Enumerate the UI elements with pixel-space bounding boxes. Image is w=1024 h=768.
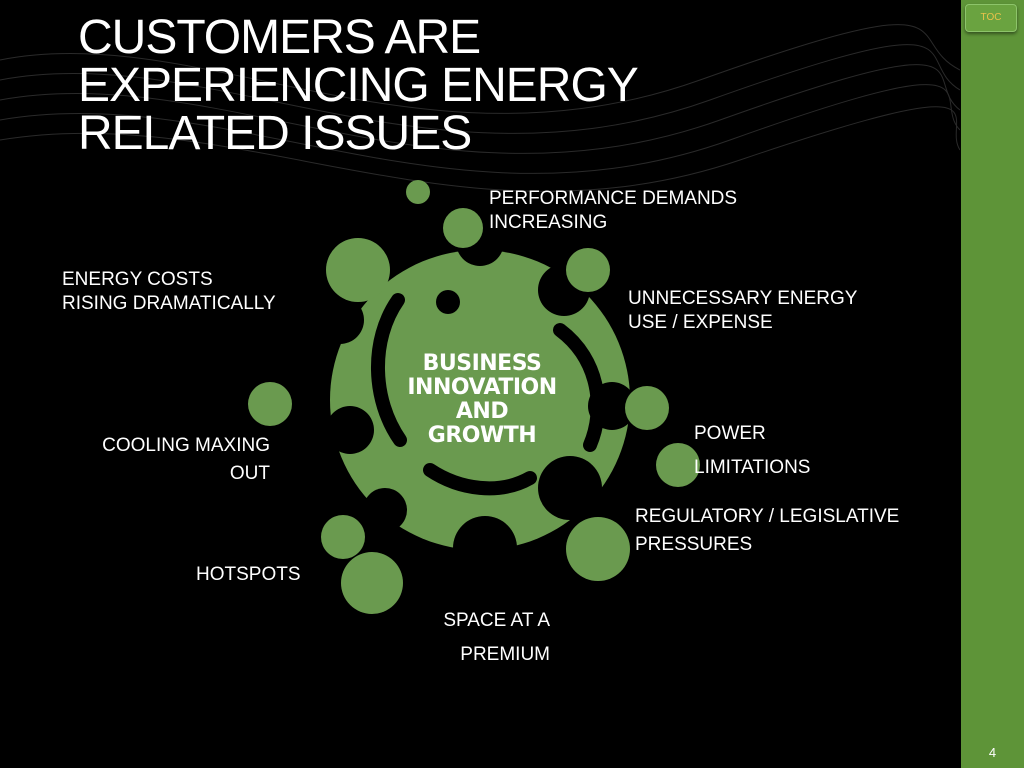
background-wave-lines bbox=[0, 24, 960, 192]
page-number: 4 bbox=[988, 745, 997, 760]
satellite-circles bbox=[248, 180, 700, 614]
sidebar bbox=[961, 0, 1024, 768]
slide-title: CUSTOMERS ARE EXPERIENCING ENERGY RELATE… bbox=[78, 11, 639, 160]
issue-performance-demands: PERFORMANCE DEMANDS INCREASING bbox=[489, 188, 738, 233]
issue-space-premium: SPACE AT A PREMIUM bbox=[443, 610, 550, 665]
center-label: BUSINESS INNOVATION AND GROWTH bbox=[407, 351, 557, 448]
issue-regulatory: REGULATORY / LEGISLATIVE PRESSURES bbox=[635, 506, 900, 555]
issue-cooling-maxing: COOLING MAXING OUT bbox=[102, 435, 270, 484]
issue-unnecessary-energy: UNNECESSARY ENERGY USE / EXPENSE bbox=[628, 288, 858, 333]
issue-hotspots: HOTSPOTS bbox=[196, 564, 301, 585]
issue-energy-costs: ENERGY COSTS RISING DRAMATICALLY bbox=[62, 269, 276, 314]
business-growth-diagram bbox=[248, 180, 700, 614]
toc-button[interactable]: TOC bbox=[965, 4, 1017, 32]
hub-swirls bbox=[371, 293, 605, 496]
issue-power-limitations: POWER LIMITATIONS bbox=[694, 423, 811, 478]
